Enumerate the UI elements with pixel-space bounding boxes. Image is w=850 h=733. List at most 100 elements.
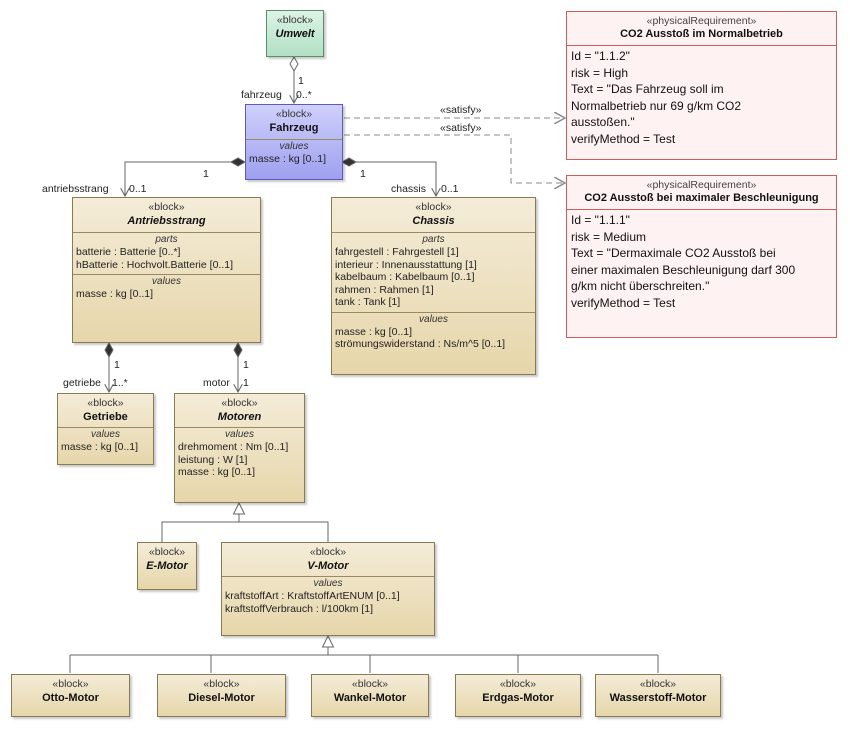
value-property: strömungswiderstand : Ns/m^5 [0..1] xyxy=(335,338,506,350)
value-property: masse : kg [0..1] xyxy=(178,466,256,478)
part-property: interieur : Innenausstattung [1] xyxy=(335,258,477,271)
block-stereotype: «block» xyxy=(639,678,677,690)
part-property: kabelbaum : Kabelbaum [0..1] xyxy=(335,271,475,283)
value-property: masse : kg [0..1] xyxy=(335,325,413,338)
values-compartment: values masse : kg [0..1] xyxy=(73,274,260,304)
multiplicity-motor: 1 xyxy=(243,377,249,389)
block-stereotype: «block» xyxy=(87,397,124,409)
satisfy-label: «satisfy» xyxy=(440,104,482,116)
block-name: E-Motor xyxy=(146,560,188,572)
multiplicity-motor-owner: 1 xyxy=(243,359,249,371)
requirement-attribute: risk = High xyxy=(571,65,629,80)
block-name: Wankel-Motor xyxy=(333,692,407,704)
value-property: kraftstoffVerbrauch : l/100km [1] xyxy=(225,602,374,615)
multiplicity-chassis: 0..1 xyxy=(441,183,459,195)
requirement-attribute: Id = "1.1.2" xyxy=(571,49,630,63)
values-compartment: values kraftstoffArt : KraftstoffArtENUM… xyxy=(222,576,434,618)
generalization-v-motor xyxy=(69,634,659,673)
block-stereotype: «block» xyxy=(276,14,314,26)
block-motoren[interactable]: «block» Motoren values drehmoment : Nm [… xyxy=(174,393,305,503)
block-header: «block» Erdgas-Motor xyxy=(456,675,580,705)
block-name: Wasserstoff-Motor xyxy=(609,692,707,704)
compartment-title: values xyxy=(91,429,120,440)
block-header: «block» V-Motor xyxy=(222,543,434,576)
requirement-attributes: Id = "1.1.1" risk = Medium Text = "Derma… xyxy=(567,209,836,315)
requirement-attribute: Id = "1.1.1" xyxy=(571,213,630,227)
requirement-attribute: Normalbetrieb nur 69 g/km CO2 xyxy=(571,98,742,113)
role-getriebe: getriebe xyxy=(63,377,101,389)
block-wankel-motor[interactable]: «block» Wankel-Motor xyxy=(311,674,429,717)
block-name: Erdgas-Motor xyxy=(482,692,554,704)
value-property: masse : kg [0..1] xyxy=(76,288,154,300)
block-getriebe[interactable]: «block» Getriebe values masse : kg [0..1… xyxy=(57,393,154,465)
block-header: «block» Fahrzeug xyxy=(246,105,342,139)
compartment-title: values xyxy=(313,578,343,589)
block-diesel-motor[interactable]: «block» Diesel-Motor xyxy=(157,674,286,717)
block-name: Umwelt xyxy=(275,28,315,40)
block-name: Chassis xyxy=(412,215,455,227)
requirement-attributes: Id = "1.1.2" risk = High Text = "Das Fah… xyxy=(567,45,836,151)
block-stereotype: «block» xyxy=(148,201,185,213)
part-property: rahmen : Rahmen [1] xyxy=(335,283,434,296)
block-stereotype: «block» xyxy=(309,546,347,558)
block-erdgas-motor[interactable]: «block» Erdgas-Motor xyxy=(455,674,581,717)
block-fahrzeug[interactable]: «block» Fahrzeug values masse : kg [0..1… xyxy=(245,104,343,180)
compartment-title: values xyxy=(419,313,448,325)
parts-compartment: parts batterie : Batterie [0..*] hBatter… xyxy=(73,232,260,274)
value-property: masse : kg [0..1] xyxy=(61,441,139,453)
block-header: «block» Diesel-Motor xyxy=(158,675,285,705)
satisfy-dependency-req2 xyxy=(344,134,565,183)
part-property: hBatterie : Hochvolt.Batterie [0..1] xyxy=(76,258,233,271)
role-fahrzeug: fahrzeug xyxy=(241,89,282,101)
block-header: «block» Wankel-Motor xyxy=(312,675,428,705)
block-header: «block» Chassis xyxy=(332,198,535,232)
block-stereotype: «block» xyxy=(203,678,240,690)
multiplicity-getriebe-owner: 1 xyxy=(114,359,120,371)
block-name: Diesel-Motor xyxy=(188,692,255,704)
values-compartment: values masse : kg [0..1] strömungswiders… xyxy=(332,311,535,354)
requirement-attribute: Text = "Das Fahrzeug soll im xyxy=(571,82,724,96)
multiplicity-fahrzeug: 0..* xyxy=(296,89,312,101)
block-otto-motor[interactable]: «block» Otto-Motor xyxy=(11,674,130,717)
block-wasserstoff-motor[interactable]: «block» Wasserstoff-Motor xyxy=(595,674,721,717)
compartment-title: parts xyxy=(422,234,445,245)
generalization-motoren xyxy=(161,501,329,542)
requirement-name: CO2 Ausstoß im Normalbetrieb xyxy=(620,28,783,40)
multiplicity-getriebe: 1..* xyxy=(112,377,128,389)
block-stereotype: «block» xyxy=(221,397,258,409)
compartment-title: values xyxy=(279,141,309,152)
values-compartment: values masse : kg [0..1] xyxy=(246,139,342,169)
block-name: Otto-Motor xyxy=(42,692,99,704)
requirement-co2-normalbetrieb[interactable]: «physicalRequirement» CO2 Ausstoß im Nor… xyxy=(566,11,837,160)
multiplicity-antriebsstrang: 0..1 xyxy=(129,183,147,195)
requirement-attribute: risk = Medium xyxy=(571,229,647,244)
block-antriebsstrang[interactable]: «block» Antriebsstrang parts batterie : … xyxy=(72,197,261,343)
compartment-title: values xyxy=(152,276,181,287)
block-name: Fahrzeug xyxy=(269,122,319,134)
block-header: «block» Umwelt xyxy=(267,11,323,41)
block-umwelt[interactable]: «block» Umwelt xyxy=(266,10,324,57)
values-compartment: values drehmoment : Nm [0..1] leistung :… xyxy=(175,427,304,482)
requirement-stereotype: «physicalRequirement» xyxy=(646,179,757,191)
compartment-title: values xyxy=(225,429,254,440)
block-header: «block» Otto-Motor xyxy=(12,675,129,705)
value-property: masse : kg [0..1] xyxy=(249,153,327,165)
part-property: fahrgestell : Fahrgestell [1] xyxy=(335,246,459,258)
block-header: «block» Wasserstoff-Motor xyxy=(596,675,720,705)
block-stereotype: «block» xyxy=(275,108,313,120)
block-header: «block» Antriebsstrang xyxy=(73,198,260,232)
multiplicity-chassis-owner: 1 xyxy=(360,168,366,180)
block-v-motor[interactable]: «block» V-Motor values kraftstoffArt : K… xyxy=(221,542,435,636)
block-name: Antriebsstrang xyxy=(127,215,206,227)
requirement-attribute: g/km nicht überschreiten." xyxy=(571,279,710,293)
values-compartment: values masse : kg [0..1] xyxy=(58,427,153,457)
block-chassis[interactable]: «block» Chassis parts fahrgestell : Fahr… xyxy=(331,197,536,375)
requirement-co2-beschleunigung[interactable]: «physicalRequirement» CO2 Ausstoß bei ma… xyxy=(566,175,837,338)
multiplicity-umwelt: 1 xyxy=(298,75,304,87)
multiplicity-antriebsstrang-owner: 1 xyxy=(203,168,209,180)
block-stereotype: «block» xyxy=(52,678,89,690)
compartment-title: parts xyxy=(155,234,178,245)
requirement-stereotype: «physicalRequirement» xyxy=(646,15,757,27)
requirement-attribute: verifyMethod = Test xyxy=(571,131,676,146)
block-e-motor[interactable]: «block» E-Motor xyxy=(137,542,197,590)
